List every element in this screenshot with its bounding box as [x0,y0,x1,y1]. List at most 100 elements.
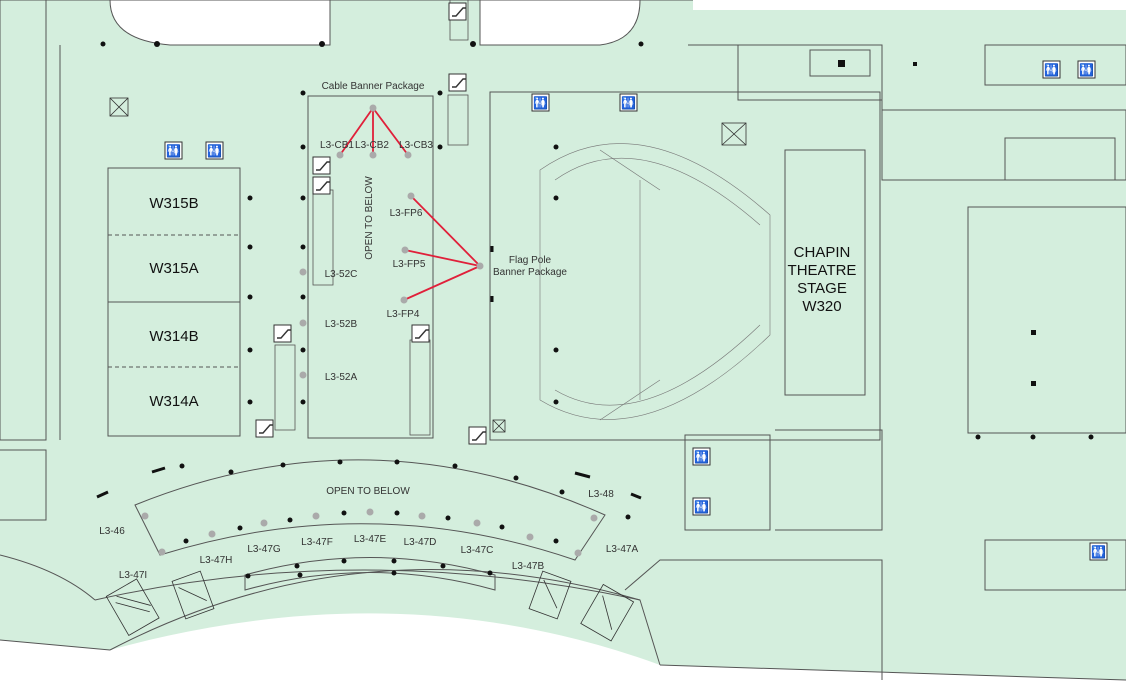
label-l3-52b: L3-52B [325,319,358,330]
elevator-icon [109,97,129,117]
escalator-icon[interactable] [273,324,292,343]
label-l3-fp6: L3-FP6 [390,208,423,219]
escalator-icon[interactable] [448,73,467,92]
restroom-icon[interactable]: 🚻 [164,141,183,160]
column-spot-l3-52a[interactable] [299,371,307,379]
atrium-opening: OPEN TO BELOW [307,95,434,439]
room-w314b[interactable]: W314B [149,328,198,345]
structural-columns [100,41,1094,579]
label-l3-52a: L3-52A [325,372,358,383]
concourse-banner-spots: L3-46 L3-47I L3-47H L3-47G L3-47F L3-47E… [99,489,638,581]
restroom-icon[interactable]: 🚻 [1042,60,1061,79]
label-l3-47i: L3-47I [119,570,147,581]
svg-text:🚻: 🚻 [694,450,709,464]
label-l3-47b: L3-47B [512,561,545,572]
flag-pole-title-line-1: Flag Pole [509,255,552,266]
svg-text:🚻: 🚻 [694,500,709,514]
restroom-icon[interactable]: 🚻 [1089,542,1108,561]
svg-text:🚻: 🚻 [621,96,636,110]
concourse-spot[interactable] [418,512,426,520]
non-floor-areas [109,0,1126,690]
label-l3-47h: L3-47H [200,555,233,566]
cable-banner-point-l3-cb1[interactable] [336,151,344,159]
escalator-icon[interactable] [468,426,487,445]
restroom-icon[interactable]: 🚻 [531,93,550,112]
theatre-label-line-1[interactable]: CHAPIN [794,244,851,261]
restroom-icon[interactable]: 🚻 [692,497,711,516]
boundary-dashes [96,246,642,500]
svg-text:🚻: 🚻 [1091,545,1106,559]
label-l3-47g: L3-47G [247,544,281,555]
svg-text:🚻: 🚻 [533,96,548,110]
concourse-spot[interactable] [141,512,149,520]
concourse-spot[interactable] [574,549,582,557]
flag-pole-point-l3-fp4[interactable] [400,296,408,304]
concourse-spot[interactable] [158,548,166,556]
restroom-icon[interactable]: 🚻 [619,93,638,112]
flag-pole-title-line-2: Banner Package [493,267,567,278]
svg-text:🚻: 🚻 [207,144,222,158]
stairs-icons [105,570,635,642]
theatre-label-line-2[interactable]: THEATRE [788,262,857,279]
restroom-icon[interactable]: 🚻 [692,447,711,466]
label-l3-52c: L3-52C [325,269,358,280]
concourse-spot[interactable] [590,514,598,522]
room-w315b[interactable]: W315B [149,195,198,212]
label-l3-fp4: L3-FP4 [387,309,420,320]
label-l3-fp5: L3-FP5 [393,259,426,270]
escalator-icon[interactable] [312,156,331,175]
stairs-icon [528,570,572,620]
room-w315a[interactable]: W315A [149,260,198,277]
room-w314a[interactable]: W314A [149,393,198,410]
flag-pole-banner-package: L3-FP6 L3-FP5 L3-FP4 Flag Pole Banner Pa… [387,192,567,320]
concourse-spot[interactable] [260,519,268,527]
escalator-icon[interactable] [255,419,274,438]
column-banner-spots: L3-52C L3-52B L3-52A [299,268,358,383]
restroom-icon[interactable]: 🚻 [1077,60,1096,79]
flag-pole-point-l3-fp5[interactable] [401,246,409,254]
restroom-icon[interactable]: 🚻 [205,141,224,160]
label-l3-cb2: L3-CB2 [355,140,389,151]
escalator-icon[interactable] [312,176,331,195]
open-to-below-concourse: OPEN TO BELOW [326,486,410,497]
concourse-spot[interactable] [526,533,534,541]
elevator-icons [109,97,747,433]
chapin-theatre: CHAPIN THEATRE STAGE W320 [489,91,881,441]
stairs-icon [171,570,215,620]
label-l3-47d: L3-47D [404,537,437,548]
concourse-spot[interactable] [312,512,320,520]
theatre-label-line-3[interactable]: STAGE [797,280,847,297]
elevator-icon [492,419,506,433]
escalator-icon[interactable] [411,324,430,343]
column-spot-l3-52c[interactable] [299,268,307,276]
open-to-below-atrium: OPEN TO BELOW [364,176,375,260]
label-l3-47c: L3-47C [461,545,494,556]
escalator-icons [255,2,487,445]
svg-text:🚻: 🚻 [1079,63,1094,77]
cable-banner-point-l3-cb2[interactable] [369,151,377,159]
label-l3-cb3: L3-CB3 [399,140,433,151]
stairs-icon [105,578,160,636]
escalator-icon[interactable] [448,2,467,21]
concourse-spot[interactable] [208,530,216,538]
svg-text:🚻: 🚻 [1044,63,1059,77]
elevator-icon [721,122,747,146]
restroom-icons: 🚻 🚻 🚻 🚻 🚻 🚻 🚻 🚻 🚻 [164,60,1108,561]
concourse-spot[interactable] [473,519,481,527]
label-l3-47e: L3-47E [354,534,387,545]
stairs-icon [580,583,635,642]
label-l3-cb1: L3-CB1 [320,140,354,151]
meeting-rooms-block: W315B W315A W314B W314A [107,167,241,437]
svg-text:🚻: 🚻 [166,144,181,158]
cable-banner-title: Cable Banner Package [322,81,425,92]
concourse-spot[interactable] [366,508,374,516]
flag-pole-point-l3-fp6[interactable] [407,192,415,200]
cable-banner-point-l3-cb3[interactable] [404,151,412,159]
column-spot-l3-52b[interactable] [299,319,307,327]
cable-banner-package: Cable Banner Package L3-CB1 L3-CB2 L3-CB… [320,81,433,159]
label-l3-46: L3-46 [99,526,125,537]
theatre-label-line-4[interactable]: W320 [802,298,841,315]
